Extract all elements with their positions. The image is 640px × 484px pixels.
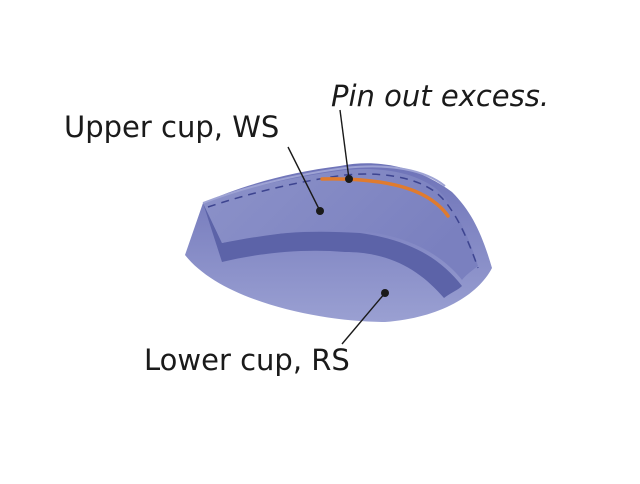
leader-upper [287, 146, 321, 212]
dot-lower [381, 289, 389, 297]
label-lower-cup: Lower cup, RS [144, 343, 350, 377]
label-upper-cup: Upper cup, WS [64, 110, 280, 144]
inner-fold-band [203, 203, 462, 298]
label-pin-out-excess: Pin out excess. [331, 79, 550, 113]
upper-cup-shape [203, 168, 478, 280]
leader-lower [341, 292, 386, 345]
upper-edge [202, 165, 446, 204]
dot-upper [316, 207, 324, 215]
stitch-line [207, 173, 479, 269]
leader-pin [339, 109, 350, 180]
dot-pin [345, 175, 353, 183]
